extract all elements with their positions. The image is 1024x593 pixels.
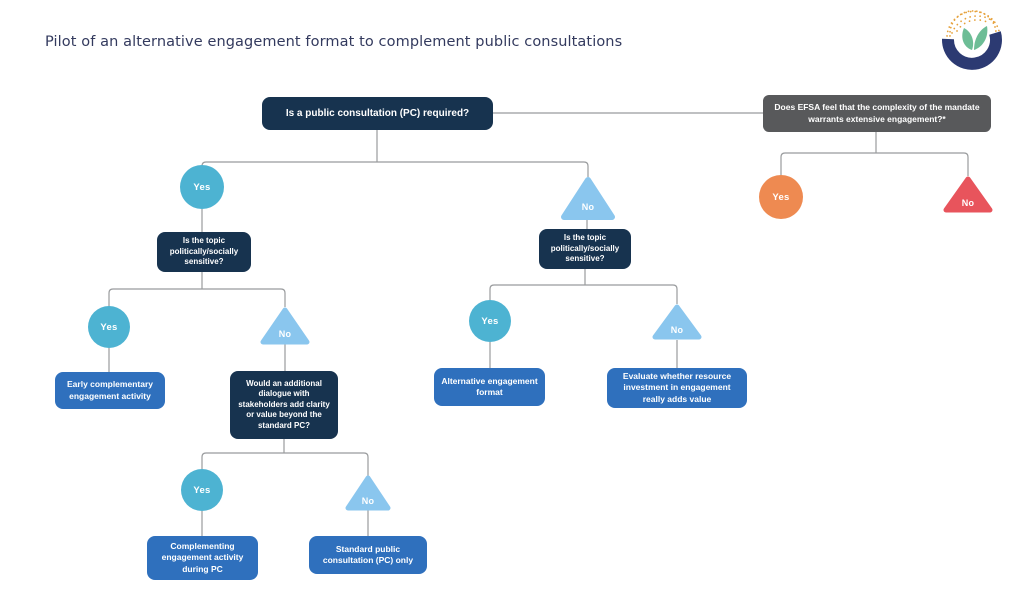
logo-leaves xyxy=(962,26,988,50)
logo-swoosh xyxy=(942,31,1002,70)
no-marker-additional-dialogue: No xyxy=(345,475,391,511)
svg-text:No: No xyxy=(671,325,684,335)
no-marker-pc-required: No xyxy=(561,177,615,220)
question-pc-required: Is a public consultation (PC) required? xyxy=(262,97,493,130)
outcome-complementing-during-pc: Complementing engagement activity during… xyxy=(147,536,258,580)
svg-text:No: No xyxy=(962,198,975,208)
yes-marker-efsa-complexity: Yes xyxy=(759,175,803,219)
svg-text:No: No xyxy=(582,202,595,212)
no-marker-sensitive-left: No xyxy=(260,307,310,345)
svg-text:No: No xyxy=(362,496,375,506)
question-topic-sensitive-left: Is the topic politically/socially sensit… xyxy=(157,232,251,272)
outcome-early-complementary: Early complementary engagement activity xyxy=(55,372,165,409)
question-additional-dialogue: Would an additional dialogue with stakeh… xyxy=(230,371,338,439)
yes-marker-sensitive-right: Yes xyxy=(469,300,511,342)
efsa-logo xyxy=(942,10,1002,70)
question-efsa-complexity: Does EFSA feel that the complexity of th… xyxy=(763,95,991,132)
yes-marker-additional-dialogue: Yes xyxy=(181,469,223,511)
outcome-evaluate-resource: Evaluate whether resource investment in … xyxy=(607,368,747,408)
no-marker-efsa-complexity: No xyxy=(943,176,993,213)
yes-marker-sensitive-left: Yes xyxy=(88,306,130,348)
page-title: Pilot of an alternative engagement forma… xyxy=(45,34,623,50)
no-marker-sensitive-right: No xyxy=(652,304,702,340)
question-topic-sensitive-right: Is the topic politically/socially sensit… xyxy=(539,229,631,269)
outcome-standard-pc-only: Standard public consultation (PC) only xyxy=(309,536,427,574)
svg-text:No: No xyxy=(279,329,292,339)
outcome-alternative-format: Alternative engagement format xyxy=(434,368,545,406)
yes-marker-pc-required: Yes xyxy=(180,165,224,209)
